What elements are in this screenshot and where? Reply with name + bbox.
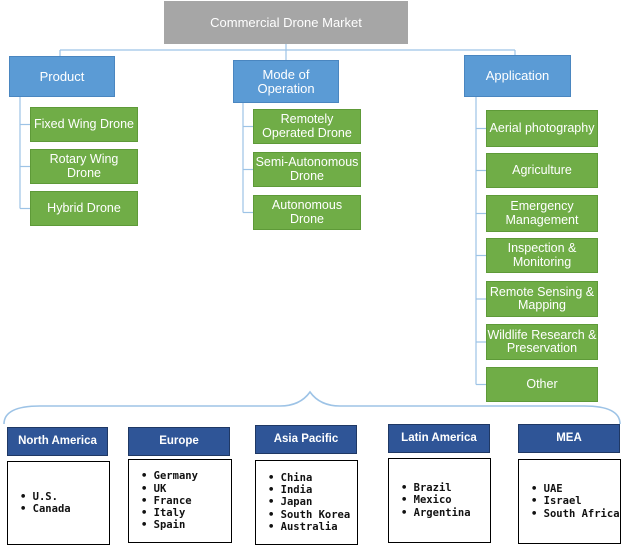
region-countries-asia-pacific: • China• India• Japan• South Korea• Aust… [255, 460, 358, 545]
country-name: Brazil [413, 482, 452, 495]
bullet-icon: • [531, 483, 544, 496]
leaf-hybrid-drone: Hybrid Drone [30, 191, 138, 226]
country-item: • France [141, 495, 231, 507]
leaf-rotary-wing-drone: Rotary Wing Drone [30, 149, 138, 184]
bullet-icon: • [531, 495, 544, 508]
country-item: • China [268, 472, 357, 484]
country-item: • UAE [531, 483, 620, 495]
country-item: • Italy [141, 507, 231, 519]
region-countries-mea: • UAE• Israel• South Africa [518, 459, 621, 544]
country-item: • India [268, 484, 357, 496]
country-item: • Brazil [401, 482, 490, 494]
country-name: UK [153, 482, 167, 495]
country-name: South Korea [280, 508, 351, 521]
category-mode-of-operation: Mode of Operation [233, 60, 339, 103]
country-item: • U.S. [20, 491, 109, 503]
bullet-icon: • [141, 482, 154, 495]
bullet-icon: • [401, 482, 414, 495]
bullet-icon: • [268, 496, 281, 509]
country-name: Israel [543, 495, 582, 508]
country-item: • Germany [141, 470, 231, 482]
leaf-semi-autonomous-drone: Semi-Autonomous Drone [253, 152, 361, 187]
leaf-remote-sensing-mapping: Remote Sensing & Mapping [486, 281, 598, 317]
country-name: France [153, 494, 192, 507]
bullet-icon: • [141, 507, 154, 520]
country-item: • Australia [268, 521, 357, 533]
country-name: Canada [32, 503, 71, 515]
country-name: Italy [153, 507, 186, 520]
country-name: China [280, 471, 313, 484]
leaf-fixed-wing-drone: Fixed Wing Drone [30, 107, 138, 142]
bullet-icon: • [141, 519, 154, 532]
country-name: India [280, 484, 313, 497]
bullet-icon: • [141, 470, 154, 483]
leaf-emergency-management: Emergency Management [486, 195, 598, 232]
country-item: • South Korea [268, 509, 357, 521]
category-product: Product [9, 56, 115, 97]
country-item: • South Africa [531, 508, 620, 520]
country-item: • Japan [268, 496, 357, 508]
bullet-icon: • [20, 503, 33, 515]
region-europe: Europe [128, 427, 230, 456]
leaf-inspection-monitoring: Inspection & Monitoring [486, 238, 598, 273]
bullet-icon: • [268, 508, 281, 521]
bullet-icon: • [268, 471, 281, 484]
region-latin-america: Latin America [388, 424, 490, 453]
country-item: • UK [141, 483, 231, 495]
country-name: U.S. [32, 490, 58, 503]
bullet-icon: • [268, 520, 281, 533]
country-name: Mexico [413, 494, 452, 507]
country-item: • Mexico [401, 494, 490, 506]
country-name: UAE [543, 483, 563, 496]
diagram-title: Commercial Drone Market [164, 1, 408, 44]
leaf-agriculture: Agriculture [486, 153, 598, 188]
leaf-autonomous-drone: Autonomous Drone [253, 195, 361, 230]
bullet-icon: • [531, 507, 544, 520]
bullet-icon: • [401, 506, 414, 519]
region-brace [3, 390, 621, 425]
bullet-icon: • [141, 494, 154, 507]
region-countries-europe: • Germany• UK• France• Italy• Spain [128, 459, 232, 543]
country-name: Spain [153, 519, 186, 532]
country-item: • Israel [531, 495, 620, 507]
country-name: Germany [153, 470, 198, 483]
country-name: South Africa [543, 507, 620, 520]
country-name: Australia [280, 520, 338, 533]
region-north-america: North America [7, 427, 108, 456]
country-name: Argentina [413, 506, 471, 519]
leaf-remotely-operated-drone: Remotely Operated Drone [253, 109, 361, 144]
leaf-other: Other [486, 367, 598, 402]
country-item: • Argentina [401, 507, 490, 519]
region-countries-north-america: • U.S.• Canada [7, 461, 110, 545]
region-mea: MEA [518, 424, 620, 453]
leaf-aerial-photography: Aerial photography [486, 110, 598, 147]
region-asia-pacific: Asia Pacific [255, 425, 357, 454]
country-name: Japan [280, 496, 313, 509]
leaf-wildlife-research-preservation: Wildlife Research & Preservation [486, 324, 598, 360]
country-item: • Spain [141, 519, 231, 531]
region-countries-latin-america: • Brazil• Mexico• Argentina [388, 458, 491, 543]
bullet-icon: • [401, 494, 414, 507]
bullet-icon: • [268, 484, 281, 497]
bullet-icon: • [20, 490, 33, 503]
country-item: • Canada [20, 503, 109, 515]
category-application: Application [464, 55, 571, 97]
